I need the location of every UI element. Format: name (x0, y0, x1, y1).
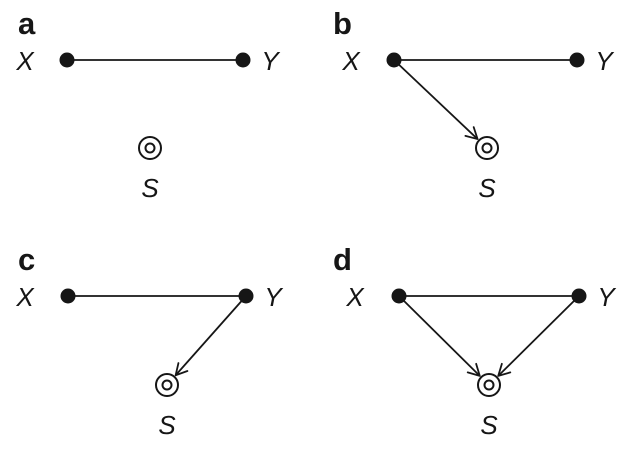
node-Y-dot-b (569, 52, 585, 68)
node-Y-dot-d (571, 288, 587, 304)
node-label-S-b: S (478, 173, 496, 203)
node-X-dot-c (60, 288, 76, 304)
node-S-inner-circle-d (483, 379, 495, 391)
node-label-X-d: X (345, 282, 365, 312)
node-label-X-b: X (341, 46, 361, 76)
node-label-Y-c: Y (264, 282, 283, 312)
node-X-dot-d (391, 288, 407, 304)
node-S-inner-circle-b (481, 142, 493, 154)
panel-c: cX Y S (15, 242, 283, 440)
edge-X-S-d (398, 295, 481, 377)
panel-label-d: d (333, 242, 352, 277)
panel-b: bX Y S (333, 6, 614, 203)
node-S-inner-circle-c (161, 379, 173, 391)
node-label-X-a: X (15, 46, 35, 76)
node-label-S-d: S (480, 410, 498, 440)
node-S-outer-circle-c (155, 373, 179, 397)
panel-d: dX Y S (333, 242, 616, 440)
edge-Y-S-c (174, 295, 247, 377)
panel-label-a: a (18, 6, 36, 41)
panel-label-c: c (18, 242, 35, 277)
node-S-outer-circle-a (138, 136, 162, 160)
node-label-Y-d: Y (597, 282, 616, 312)
node-X-dot-a (59, 52, 75, 68)
node-X-dot-b (386, 52, 402, 68)
node-Y-dot-a (235, 52, 251, 68)
node-label-Y-b: Y (595, 46, 614, 76)
node-label-S-c: S (158, 410, 176, 440)
panel-a: aX Y S (15, 6, 280, 203)
node-S-inner-circle-a (144, 142, 156, 154)
node-Y-dot-c (238, 288, 254, 304)
node-label-S-a: S (141, 173, 159, 203)
node-S-outer-circle-d (477, 373, 501, 397)
panel-label-b: b (333, 6, 352, 41)
node-label-Y-a: Y (261, 46, 280, 76)
edge-Y-S-d (497, 295, 580, 377)
node-S-outer-circle-b (475, 136, 499, 160)
node-label-X-c: X (15, 282, 35, 312)
edge-X-S-b (393, 59, 479, 140)
